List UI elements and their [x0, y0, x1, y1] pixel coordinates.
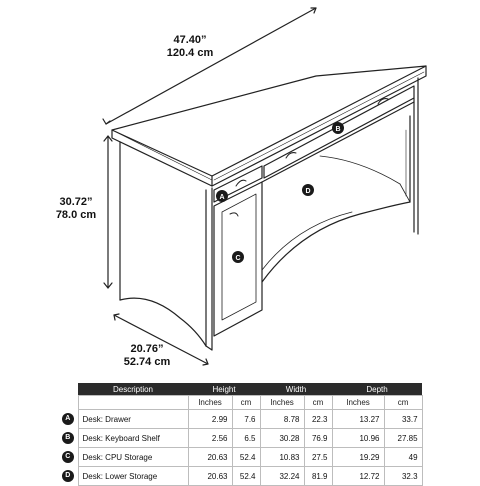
cell: 49 [383, 447, 423, 467]
table-row: C Desk: CPU Storage 20.63 52.4 10.83 27.… [58, 447, 423, 467]
header-description: Description [78, 383, 188, 396]
cell: 13.27 [331, 409, 385, 429]
cell: 2.56 [187, 428, 233, 448]
cell: 12.72 [331, 466, 385, 486]
header-height: Height [188, 383, 260, 396]
cell: 6.5 [231, 428, 261, 448]
table-row: D Desk: Lower Storage 20.63 52.4 32.24 8… [58, 466, 423, 486]
cell: 7.6 [231, 409, 261, 429]
cell: 8.78 [259, 409, 305, 429]
cell: 30.28 [259, 428, 305, 448]
header-depth: Depth [332, 383, 423, 396]
cell: 52.4 [231, 466, 261, 486]
callout-marker-c: C [232, 251, 244, 263]
cell: 10.96 [331, 428, 385, 448]
cell: 19.29 [331, 447, 385, 467]
unit-height-inches: Inches [187, 395, 233, 410]
cell: 52.4 [231, 447, 261, 467]
desk-top [111, 65, 427, 187]
height-cm: 78.0 cm [55, 209, 97, 221]
width-dimension-line [102, 7, 317, 125]
cell: 32.24 [259, 466, 305, 486]
marker-d-text: D [305, 188, 310, 195]
marker-c-text: C [235, 255, 240, 262]
row-label: Desk: Keyboard Shelf [77, 428, 189, 448]
row-label: Desk: Lower Storage [77, 466, 189, 486]
callout-marker-d: D [302, 184, 314, 196]
depth-cm: 52.74 cm [123, 356, 171, 368]
unit-width-inches: Inches [259, 395, 305, 410]
cell: 20.63 [187, 447, 233, 467]
desk-left-side [119, 141, 213, 351]
cell: 27.85 [383, 428, 423, 448]
cell: 20.63 [187, 466, 233, 486]
depth-inches: 20.76” [130, 343, 164, 355]
cell: 33.7 [383, 409, 423, 429]
width-cm: 120.4 cm [166, 47, 214, 59]
depth-dimension-label: 20.76” 52.74 cm [112, 343, 182, 369]
drawer-a [213, 165, 263, 203]
dimensions-table: Description Height Width Depth Inches cm… [58, 383, 423, 486]
cell: 32.3 [383, 466, 423, 486]
row-marker: D [61, 470, 74, 482]
width-inches: 47.40” [173, 34, 207, 46]
cell: 22.3 [303, 409, 333, 429]
lower-storage-d [261, 77, 419, 283]
unit-height-cm: cm [231, 395, 261, 410]
header-width: Width [260, 383, 333, 396]
height-inches: 30.72” [59, 196, 93, 208]
unit-width-cm: cm [303, 395, 333, 410]
row-marker: B [61, 432, 74, 444]
marker-a-text: A [219, 194, 224, 201]
cell: 10.83 [259, 447, 305, 467]
table-row: B Desk: Keyboard Shelf 2.56 6.5 30.28 76… [58, 428, 423, 448]
desk-line-drawing: A B C D [102, 7, 427, 366]
cell: 27.5 [303, 447, 333, 467]
row-label: Desk: CPU Storage [77, 447, 189, 467]
row-marker: C [61, 451, 74, 463]
cell: 81.9 [303, 466, 333, 486]
table-row: A Desk: Drawer 2.99 7.6 8.78 22.3 13.27 … [58, 409, 423, 429]
row-marker: A [61, 413, 74, 425]
cell: 76.9 [303, 428, 333, 448]
unit-depth-cm: cm [383, 395, 423, 410]
height-dimension-line [103, 135, 113, 289]
cpu-door-c [213, 181, 263, 337]
height-dimension-label: 30.72” 78.0 cm [46, 196, 106, 222]
width-dimension-label: 47.40” 120.4 cm [150, 34, 230, 60]
marker-b-text: B [335, 126, 340, 133]
callout-marker-a: A [216, 190, 228, 202]
depth-dimension-line [113, 313, 209, 366]
callout-marker-b: B [332, 122, 344, 134]
unit-depth-inches: Inches [331, 395, 385, 410]
cell: 2.99 [187, 409, 233, 429]
row-label: Desk: Drawer [77, 409, 189, 429]
